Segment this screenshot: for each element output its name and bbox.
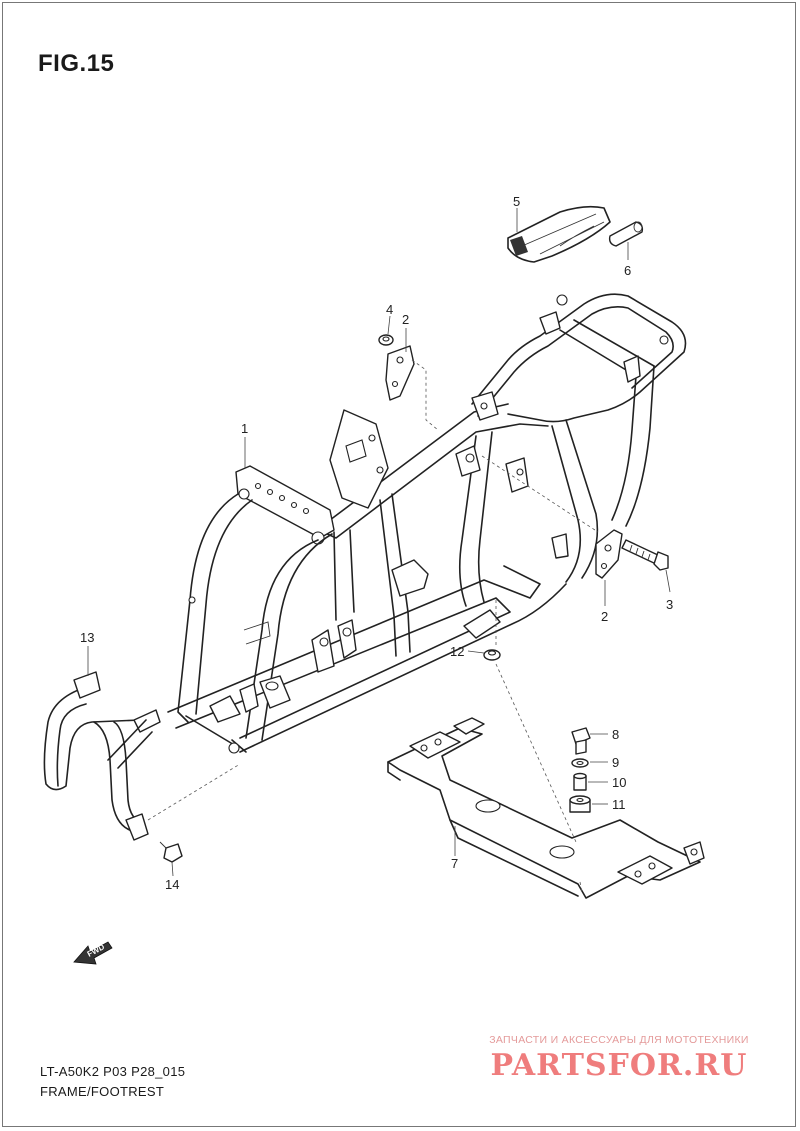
fwd-arrow-icon: FWD — [73, 941, 113, 965]
part-14-bolt — [159, 841, 183, 863]
part-2-bracket-upper — [385, 345, 439, 431]
callout-11: 11 — [612, 797, 626, 812]
part-8-bolt — [571, 727, 591, 755]
part-7-footrest-plate — [387, 663, 705, 899]
callout-10: 10 — [612, 775, 626, 790]
watermark-caption: ЗАПЧАСТИ И АКСЕССУАРЫ ДЛЯ МОТОТЕХНИКИ — [489, 1034, 749, 1046]
part-3-bolt — [621, 539, 669, 571]
part-6-pin — [608, 221, 644, 247]
callout-12: 12 — [450, 644, 464, 659]
part-5-cushion — [507, 205, 611, 263]
callout-8: 8 — [612, 727, 619, 742]
callout-leaders — [87, 208, 671, 877]
part-1-frame — [167, 293, 687, 754]
part-13-footrest-guard — [43, 671, 241, 841]
watermark: ЗАПЧАСТИ И АКСЕССУАРЫ ДЛЯ МОТОТЕХНИКИ PA… — [464, 1034, 774, 1083]
callout-2-upper: 2 — [402, 312, 409, 327]
part-4-nut — [378, 334, 394, 346]
figure-title: FIG.15 — [38, 50, 115, 77]
model-code: LT-A50K2 P03 P28_015 — [40, 1064, 186, 1079]
callout-labels: 1 2 2 3 4 5 6 7 8 9 10 11 12 13 14 — [80, 194, 673, 892]
callout-14: 14 — [165, 877, 179, 892]
watermark-logo: PARTSFOR.RU — [490, 1048, 748, 1083]
callout-9: 9 — [612, 755, 619, 770]
callout-4: 4 — [386, 302, 393, 317]
callout-1: 1 — [241, 421, 248, 436]
callout-7: 7 — [451, 856, 458, 871]
callout-2-lower: 2 — [601, 609, 608, 624]
part-11-cushion — [569, 795, 591, 813]
callout-3: 3 — [666, 597, 673, 612]
callout-13: 13 — [80, 630, 94, 645]
part-12-nut — [483, 600, 501, 661]
part-9-washer — [571, 758, 589, 768]
callout-6: 6 — [624, 263, 631, 278]
part-2-bracket-lower — [481, 455, 623, 579]
callout-5: 5 — [513, 194, 520, 209]
part-10-collar — [573, 772, 587, 791]
diagram-title: FRAME/FOOTREST — [40, 1084, 165, 1099]
